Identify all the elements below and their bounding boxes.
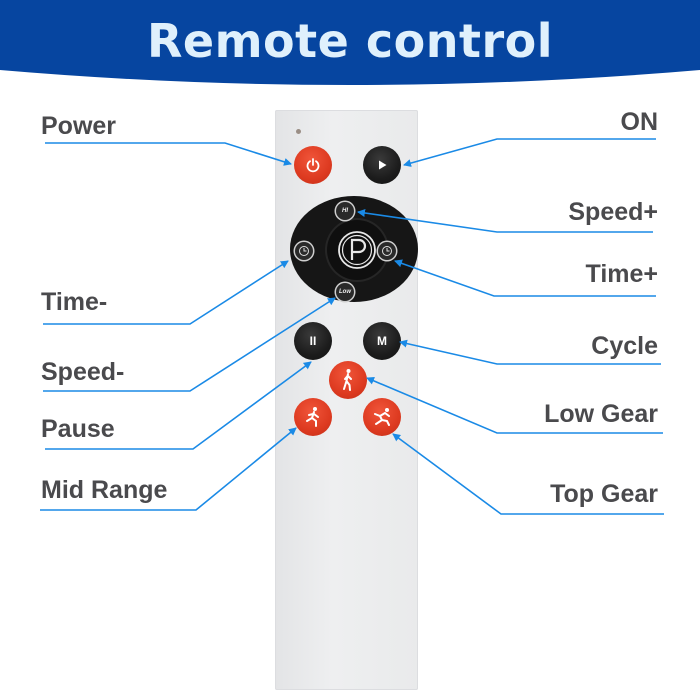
running-icon: [306, 407, 319, 427]
cycle-button[interactable]: M: [363, 322, 401, 360]
label-on: ON: [620, 108, 659, 136]
label-pause: Pause: [41, 415, 115, 443]
p-logo-icon: [338, 231, 376, 269]
banner-shape: [0, 0, 700, 85]
label-time-plus: Time+: [585, 260, 659, 288]
sprinting-icon: [374, 408, 390, 426]
label-power: Power: [41, 112, 117, 140]
play-icon: [379, 160, 387, 170]
m-icon: M: [377, 334, 387, 348]
time-plus-button[interactable]: [378, 242, 396, 260]
power-button[interactable]: [294, 146, 332, 184]
speed-minus-button[interactable]: Low: [336, 283, 354, 301]
walking-icon: [343, 369, 352, 391]
label-low-gear: Low Gear: [544, 400, 658, 428]
low-icon: Low: [339, 289, 351, 295]
pause-icon: II: [309, 334, 317, 348]
label-mid-range: Mid Range: [41, 476, 168, 504]
clock-icon: [299, 246, 309, 256]
hi-icon: HI: [342, 208, 348, 214]
speed-plus-button[interactable]: HI: [336, 202, 354, 220]
header-banner: Remote control: [0, 0, 700, 90]
clock-icon: [382, 246, 392, 256]
label-time-minus: Time-: [41, 288, 108, 316]
label-speed-plus: Speed+: [568, 198, 658, 226]
indicator-led: [296, 129, 301, 134]
pause-button[interactable]: II: [294, 322, 332, 360]
center-button[interactable]: [327, 220, 387, 280]
power-icon: [306, 158, 320, 173]
label-speed-minus: Speed-: [41, 358, 125, 386]
top-gear-button[interactable]: [363, 398, 401, 436]
low-gear-button[interactable]: [329, 361, 367, 399]
page-title: Remote control: [146, 14, 554, 68]
time-minus-button[interactable]: [295, 242, 313, 260]
mid-range-button[interactable]: [294, 398, 332, 436]
label-top-gear: Top Gear: [550, 480, 658, 508]
on-button[interactable]: [363, 146, 401, 184]
label-cycle: Cycle: [591, 332, 658, 360]
